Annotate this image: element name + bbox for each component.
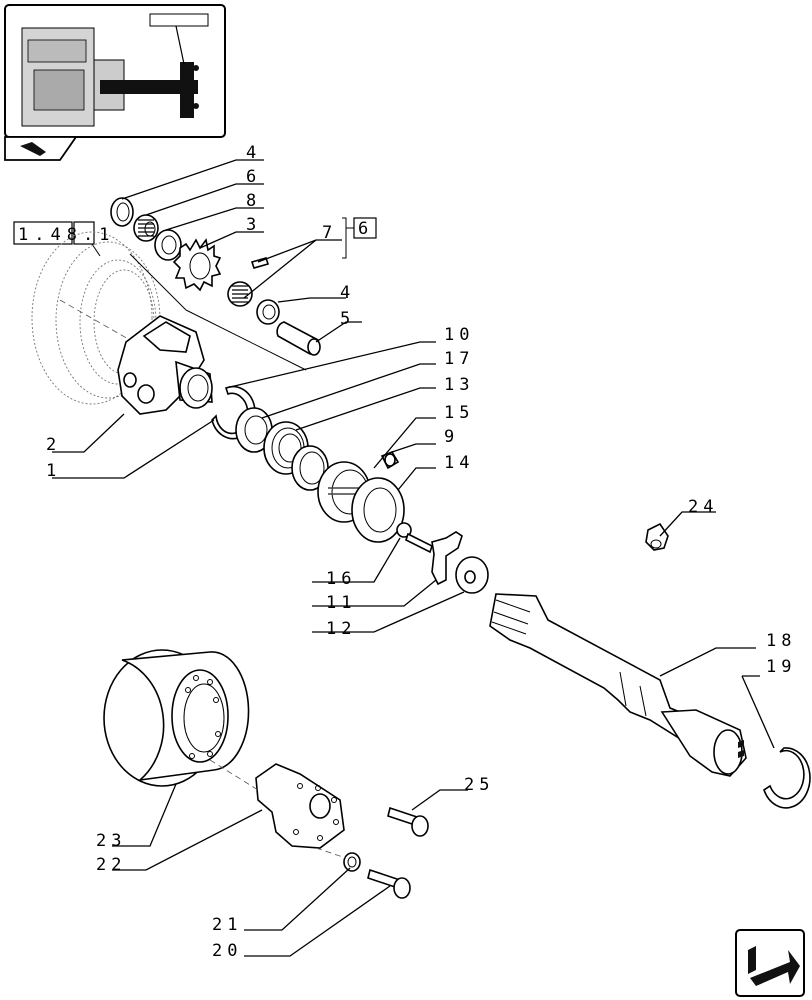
- part-6-needle-bearing-b[interactable]: [227, 281, 253, 307]
- part-4-snap-ring[interactable]: [110, 197, 134, 227]
- label-part-7: 7: [322, 223, 337, 243]
- label-part-4b: 4: [340, 283, 355, 303]
- part-4-snap-ring-b[interactable]: [256, 299, 280, 325]
- part-18-axle-shaft[interactable]: [489, 593, 747, 777]
- label-part-6: 6: [246, 167, 261, 187]
- thumbnail-tab-arrow-icon: [20, 142, 46, 156]
- label-part-18: 18: [766, 631, 796, 651]
- part-21-nut[interactable]: [343, 852, 361, 872]
- part-6-needle-bearing[interactable]: [133, 214, 159, 242]
- label-part-21: 21: [212, 915, 242, 935]
- part-14-seal-ring[interactable]: [351, 477, 405, 543]
- part-16-bolt[interactable]: [396, 522, 433, 554]
- label-part-4: 4: [246, 143, 261, 163]
- reference-box-6[interactable]: 6: [342, 217, 377, 259]
- section-reference[interactable]: 1.48.1: [13, 221, 115, 257]
- label-part-19: 19: [766, 657, 796, 677]
- part-5-planet-shaft[interactable]: [276, 321, 321, 356]
- label-part-8: 8: [246, 191, 261, 211]
- label-part-24: 24: [688, 497, 718, 517]
- leader-lines: [52, 159, 775, 957]
- part-23-wheel-hub[interactable]: [103, 649, 250, 787]
- part-8-thrust-washer[interactable]: [154, 229, 182, 261]
- part-11-locking-plate[interactable]: [431, 531, 463, 586]
- part-3-planet-gear[interactable]: [172, 238, 222, 292]
- label-part-17: 17: [444, 349, 474, 369]
- part-12-washer[interactable]: [455, 556, 489, 594]
- thumbnail-assembly-icon: [21, 13, 209, 127]
- part-2-planet-carrier[interactable]: [117, 315, 213, 415]
- label-part-20: 20: [212, 941, 242, 961]
- label-part-11: 11: [326, 593, 356, 613]
- label-part-23: 23: [96, 831, 126, 851]
- part-19-circlip[interactable]: [763, 747, 811, 809]
- part-7-pin[interactable]: [250, 257, 270, 269]
- label-part-25: 25: [464, 775, 494, 795]
- next-page-button[interactable]: [735, 929, 805, 997]
- reference-box-6-text: 6: [358, 219, 373, 239]
- part-9-grease-nipple[interactable]: [380, 451, 400, 470]
- label-part-12: 12: [326, 619, 356, 639]
- part-labels: 4 6 8 3 7 4 5 10 17 13 15 9 14 24 16 11 …: [46, 143, 796, 961]
- label-part-5: 5: [340, 309, 355, 329]
- section-reference-text: 1.48.1: [18, 225, 115, 245]
- label-part-22: 22: [96, 855, 126, 875]
- part-22-flange[interactable]: [255, 763, 345, 849]
- label-part-3: 3: [246, 215, 261, 235]
- label-part-9: 9: [444, 427, 459, 447]
- label-part-2: 2: [46, 435, 61, 455]
- label-part-10: 10: [444, 325, 474, 345]
- part-25-bolt[interactable]: [387, 806, 429, 837]
- next-page-arrow-icon: [750, 950, 800, 986]
- assembly-thumbnail[interactable]: [4, 4, 226, 161]
- label-part-1: 1: [46, 461, 61, 481]
- part-24-cap[interactable]: [645, 522, 669, 551]
- part-20-bolt[interactable]: [367, 868, 411, 899]
- label-part-13: 13: [444, 375, 474, 395]
- label-part-15: 15: [444, 403, 474, 423]
- part-1-circlip[interactable]: [211, 385, 256, 440]
- label-part-16: 16: [326, 569, 356, 589]
- label-part-14: 14: [444, 453, 474, 473]
